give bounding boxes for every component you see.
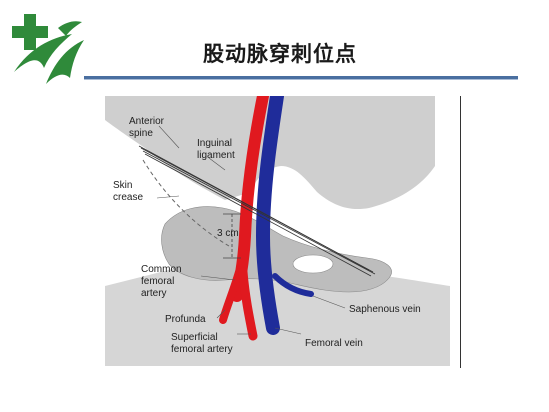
hospital-logo bbox=[12, 14, 84, 84]
label-skin-crease: Skin bbox=[113, 180, 132, 191]
label-superficial-femoral-2: femoral artery bbox=[171, 344, 233, 355]
label-common-femoral-2: femoral bbox=[141, 276, 174, 287]
profunda-vessel bbox=[219, 268, 243, 324]
title-underline-accent bbox=[84, 79, 518, 80]
label-skin-crease-2: crease bbox=[113, 192, 143, 203]
label-common-femoral-3: artery bbox=[141, 288, 167, 299]
label-inguinal-ligament: Inguinal bbox=[197, 138, 232, 149]
label-saphenous-vein: Saphenous vein bbox=[349, 304, 421, 315]
label-anterior-spine-2: spine bbox=[129, 128, 153, 139]
label-inguinal-ligament-2: ligament bbox=[197, 150, 235, 161]
label-superficial-femoral: Superficial bbox=[171, 332, 218, 343]
saphenous-vein-vessel bbox=[272, 273, 314, 297]
title-underline bbox=[84, 76, 518, 79]
superficial-femoral-vessel bbox=[238, 267, 258, 341]
label-femoral-vein: Femoral vein bbox=[305, 338, 363, 349]
label-measure: 3 cm bbox=[217, 228, 239, 239]
femoral-vein-vessel bbox=[255, 96, 284, 335]
label-profunda: Profunda bbox=[165, 314, 206, 325]
label-common-femoral: Common bbox=[141, 264, 182, 275]
measure-bracket bbox=[223, 213, 241, 259]
label-anterior-spine: Anterior bbox=[129, 116, 165, 127]
slide-title: 股动脉穿刺位点 bbox=[203, 42, 357, 66]
figure-divider bbox=[460, 96, 461, 368]
inguinal-ligament-needle bbox=[138, 145, 376, 277]
femoral-anatomy-figure: Anterior spine Inguinal ligament Skin cr… bbox=[105, 96, 450, 366]
